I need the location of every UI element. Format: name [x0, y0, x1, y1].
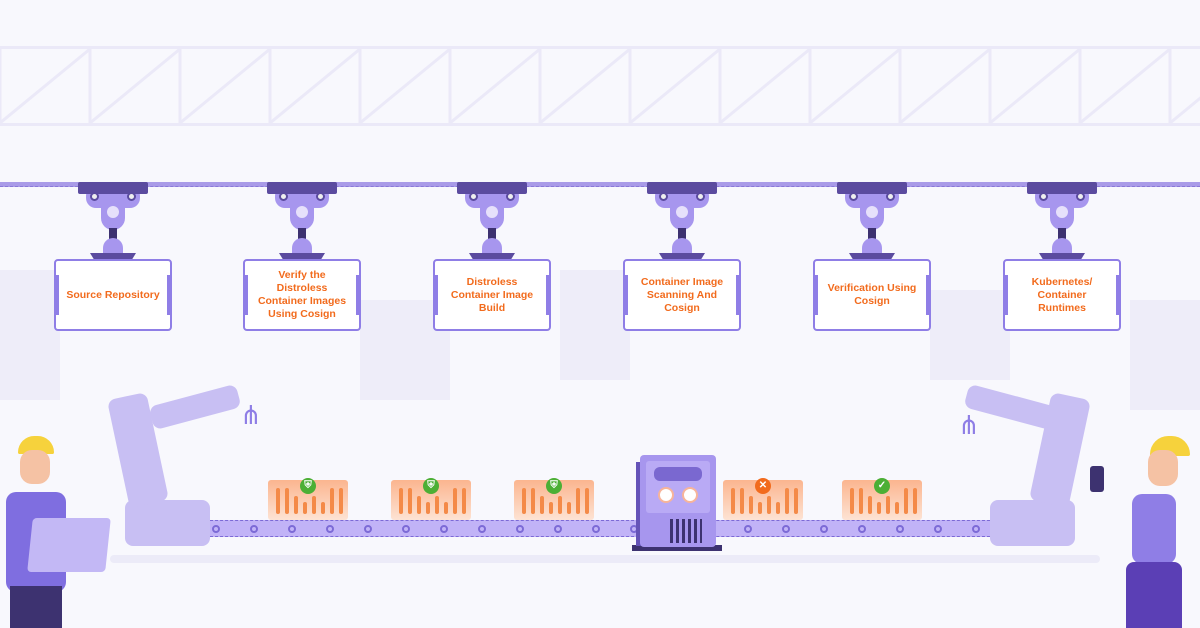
right-robot-base	[990, 500, 1075, 546]
hard-hat-icon	[18, 436, 54, 454]
verified-shield-icon: ⛨	[423, 478, 439, 494]
background-building	[930, 290, 1010, 380]
stage-card: Verification Using Cosign	[813, 259, 931, 331]
conveyor-roller	[288, 525, 296, 533]
stage-label: Verification Using Cosign	[827, 282, 917, 307]
conveyor-roller	[440, 525, 448, 533]
gauge-icon	[658, 487, 674, 503]
approved-icon: ✓	[874, 478, 890, 494]
stage-label: Distroless Container Image Build	[450, 275, 534, 314]
laptop-icon	[27, 518, 111, 572]
conveyor-roller	[402, 525, 410, 533]
robotic-hanger	[457, 182, 527, 262]
conveyor-roller	[744, 525, 752, 533]
left-robot-base	[125, 500, 210, 546]
container-box: ⛨	[391, 478, 471, 520]
worker-pants	[10, 586, 62, 628]
conveyor-roller	[554, 525, 562, 533]
verified-shield-icon: ⛨	[546, 478, 562, 494]
conveyor-roller	[858, 525, 866, 533]
stage-card: Verify the Distroless Container Images U…	[243, 259, 361, 331]
background-building	[560, 270, 630, 380]
robotic-hanger	[647, 182, 717, 262]
worker-head	[1148, 450, 1178, 486]
phone-icon	[1090, 466, 1104, 492]
container-box: ✓	[842, 478, 922, 520]
machine-base	[632, 545, 722, 551]
conveyor-roller	[820, 525, 828, 533]
container-box: ✕	[723, 478, 803, 520]
gauge-icon	[682, 487, 698, 503]
conveyor-roller	[592, 525, 600, 533]
conveyor-roller	[934, 525, 942, 533]
stage-label: Kubernetes/ Container Runtimes	[1031, 275, 1093, 314]
stage-label: Source Repository	[66, 288, 160, 301]
conveyor-roller	[364, 525, 372, 533]
container-box: ⛨	[268, 478, 348, 520]
stage-label: Verify the Distroless Container Images U…	[257, 269, 347, 320]
robotic-hanger	[267, 182, 337, 262]
machine-vent	[670, 519, 702, 543]
gripper-claw-icon: ⋔	[958, 410, 980, 440]
conveyor-belt	[200, 520, 1000, 537]
conveyor-roller	[478, 525, 486, 533]
truss-lattice	[0, 47, 1200, 125]
left-robot-forearm	[148, 383, 242, 431]
conveyor-roller	[782, 525, 790, 533]
stage-label: Container Image Scanning And Cosign	[640, 275, 724, 314]
background-building	[0, 270, 60, 400]
overhead-truss	[0, 46, 1200, 126]
rejected-icon: ✕	[755, 478, 771, 494]
equalizer-display	[654, 467, 702, 481]
floor-shadow	[110, 555, 1100, 563]
overhead-rail	[0, 182, 1200, 187]
stage-card: Container Image Scanning And Cosign	[623, 259, 741, 331]
stage-card: Distroless Container Image Build	[433, 259, 551, 331]
verified-shield-icon: ⛨	[300, 478, 316, 494]
robotic-hanger	[78, 182, 148, 262]
background-building	[1130, 300, 1200, 410]
worker-shirt	[1132, 494, 1176, 564]
worker-head	[20, 450, 50, 484]
conveyor-roller	[896, 525, 904, 533]
robotic-hanger	[1027, 182, 1097, 262]
conveyor-roller	[326, 525, 334, 533]
stage-card: Source Repository	[54, 259, 172, 331]
robotic-hanger	[837, 182, 907, 262]
scanner-machine	[640, 455, 716, 547]
stage-card: Kubernetes/ Container Runtimes	[1003, 259, 1121, 331]
conveyor-roller	[972, 525, 980, 533]
worker-with-phone	[1090, 436, 1200, 628]
conveyor-roller	[516, 525, 524, 533]
worker-with-laptop	[0, 436, 111, 628]
gripper-claw-icon: ⋔	[240, 400, 262, 430]
container-box: ⛨	[514, 478, 594, 520]
worker-pants	[1126, 562, 1182, 628]
conveyor-roller	[250, 525, 258, 533]
conveyor-roller	[212, 525, 220, 533]
